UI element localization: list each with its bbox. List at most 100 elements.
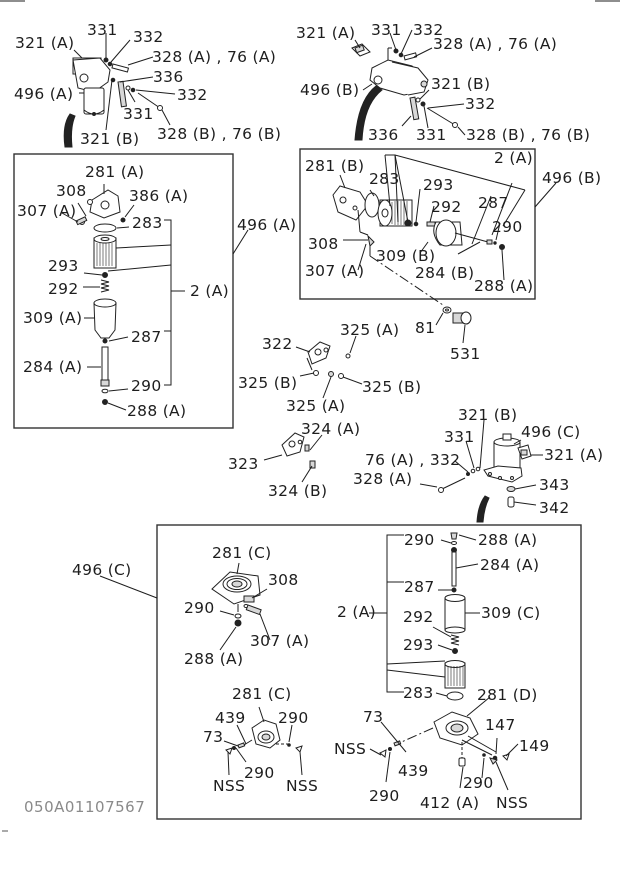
part-label-309c[interactable]: 309 (C): [481, 604, 541, 622]
part-label-325a[interactable]: 325 (A): [340, 321, 400, 339]
part-label-336[interactable]: 336: [368, 126, 399, 144]
part-label-321b[interactable]: 321 (B): [458, 406, 518, 424]
part-label-73[interactable]: 73: [203, 728, 224, 746]
part-label-281d[interactable]: 281 (D): [477, 686, 538, 704]
part-label-332[interactable]: 332: [413, 21, 444, 39]
part-label-332[interactable]: 332: [133, 28, 164, 46]
part-label-386a[interactable]: 386 (A): [129, 187, 189, 205]
part-label-284b[interactable]: 284 (B): [415, 264, 475, 282]
part-label-2a[interactable]: 2 (A): [337, 603, 376, 621]
part-label-321b[interactable]: 321 (B): [80, 130, 140, 148]
part-label-321b[interactable]: 321 (B): [431, 75, 491, 93]
filter-head-281d-illustration: [379, 711, 510, 767]
part-label-293[interactable]: 293: [423, 176, 454, 194]
part-label-290[interactable]: 290: [404, 531, 435, 549]
part-label-287[interactable]: 287: [131, 328, 162, 346]
part-label-343[interactable]: 343: [539, 476, 570, 494]
part-label-149[interactable]: 149: [519, 737, 550, 755]
part-label-2a[interactable]: 2 (A): [494, 149, 533, 167]
part-label-496b[interactable]: 496 (B): [300, 81, 360, 99]
part-label-288a[interactable]: 288 (A): [474, 277, 534, 295]
part-label-292[interactable]: 292: [48, 280, 79, 298]
part-label-321a[interactable]: 321 (A): [296, 24, 356, 42]
part-label-336[interactable]: 336: [153, 68, 184, 86]
part-label-496a[interactable]: 496 (A): [237, 216, 297, 234]
part-label-331[interactable]: 331: [416, 126, 447, 144]
part-label-283[interactable]: 283: [132, 214, 163, 232]
part-label-147[interactable]: 147: [485, 716, 516, 734]
part-label-287[interactable]: 287: [478, 194, 509, 212]
part-label-290[interactable]: 290: [369, 787, 400, 805]
part-label-290[interactable]: 290: [184, 599, 215, 617]
part-label-331[interactable]: 331: [444, 428, 475, 446]
part-label-332[interactable]: 332: [465, 95, 496, 113]
part-label-293[interactable]: 293: [48, 257, 79, 275]
part-label-328a-76a[interactable]: 328 (A) , 76 (A): [433, 35, 558, 53]
part-label-328a[interactable]: 328 (A): [353, 470, 413, 488]
part-label-307a[interactable]: 307 (A): [305, 262, 365, 280]
part-label-325a[interactable]: 325 (A): [286, 397, 346, 415]
part-label-439[interactable]: 439: [398, 762, 429, 780]
part-label-281c[interactable]: 281 (C): [212, 544, 272, 562]
part-label-290[interactable]: 290: [278, 709, 309, 727]
part-label-292[interactable]: 292: [431, 198, 462, 216]
part-label-290[interactable]: 290: [492, 218, 523, 236]
part-label-496c[interactable]: 496 (C): [72, 561, 132, 579]
part-label-290[interactable]: 290: [244, 764, 275, 782]
part-label-331[interactable]: 331: [123, 105, 154, 123]
part-label-439[interactable]: 439: [215, 709, 246, 727]
part-label-309b[interactable]: 309 (B): [376, 247, 436, 265]
part-label-308[interactable]: 308: [268, 571, 299, 589]
part-label-496b[interactable]: 496 (B): [542, 169, 602, 187]
part-label-308[interactable]: 308: [56, 182, 87, 200]
part-label-309a[interactable]: 309 (A): [23, 309, 83, 327]
part-label-288a[interactable]: 288 (A): [184, 650, 244, 668]
part-label-293[interactable]: 293: [403, 636, 434, 654]
part-label-325b[interactable]: 325 (B): [238, 374, 298, 392]
part-label-nss[interactable]: NSS: [213, 777, 246, 795]
part-label-284a[interactable]: 284 (A): [23, 358, 83, 376]
part-label-281a[interactable]: 281 (A): [85, 163, 145, 181]
part-label-324b[interactable]: 324 (B): [268, 482, 328, 500]
part-label-73[interactable]: 73: [363, 708, 384, 726]
part-label-321a[interactable]: 321 (A): [544, 446, 604, 464]
part-label-283[interactable]: 283: [369, 170, 400, 188]
leader-lines: [73, 33, 176, 131]
part-label-281b[interactable]: 281 (B): [305, 157, 365, 175]
part-label-332[interactable]: 332: [177, 86, 208, 104]
part-label-307a[interactable]: 307 (A): [17, 202, 77, 220]
part-label-322[interactable]: 322: [262, 335, 293, 353]
part-label-287[interactable]: 287: [404, 578, 435, 596]
part-label-496a[interactable]: 496 (A): [14, 85, 74, 103]
part-label-342[interactable]: 342: [539, 499, 570, 517]
part-label-328b-76b[interactable]: 328 (B) , 76 (B): [466, 126, 591, 144]
part-label-nss[interactable]: NSS: [286, 777, 319, 795]
part-label-288a[interactable]: 288 (A): [127, 402, 187, 420]
part-label-2a[interactable]: 2 (A): [190, 282, 229, 300]
part-label-76a-332[interactable]: 76 (A) , 332: [365, 451, 461, 469]
leader-lines: [339, 154, 557, 306]
part-label-325b[interactable]: 325 (B): [362, 378, 422, 396]
part-label-290[interactable]: 290: [131, 377, 162, 395]
part-label-308[interactable]: 308: [308, 235, 339, 253]
part-label-328b-76b[interactable]: 328 (B) , 76 (B): [157, 125, 282, 143]
part-label-531[interactable]: 531: [450, 345, 481, 363]
part-label-321a[interactable]: 321 (A): [15, 34, 75, 52]
part-label-81[interactable]: 81: [415, 319, 436, 337]
part-label-331[interactable]: 331: [87, 21, 118, 39]
part-label-290[interactable]: 290: [463, 774, 494, 792]
part-label-283[interactable]: 283: [403, 684, 434, 702]
part-label-412a[interactable]: 412 (A): [420, 794, 480, 812]
part-label-324a[interactable]: 324 (A): [301, 420, 361, 438]
part-label-496c[interactable]: 496 (C): [521, 423, 581, 441]
part-label-331[interactable]: 331: [371, 21, 402, 39]
part-label-292[interactable]: 292: [403, 608, 434, 626]
part-label-328a-76a[interactable]: 328 (A) , 76 (A): [152, 48, 277, 66]
part-label-284a[interactable]: 284 (A): [480, 556, 540, 574]
part-label-307a[interactable]: 307 (A): [250, 632, 310, 650]
part-label-nss[interactable]: NSS: [496, 794, 529, 812]
part-label-nss[interactable]: NSS: [334, 740, 367, 758]
part-label-323[interactable]: 323: [228, 455, 259, 473]
part-label-281c[interactable]: 281 (C): [232, 685, 292, 703]
part-label-288a[interactable]: 288 (A): [478, 531, 538, 549]
